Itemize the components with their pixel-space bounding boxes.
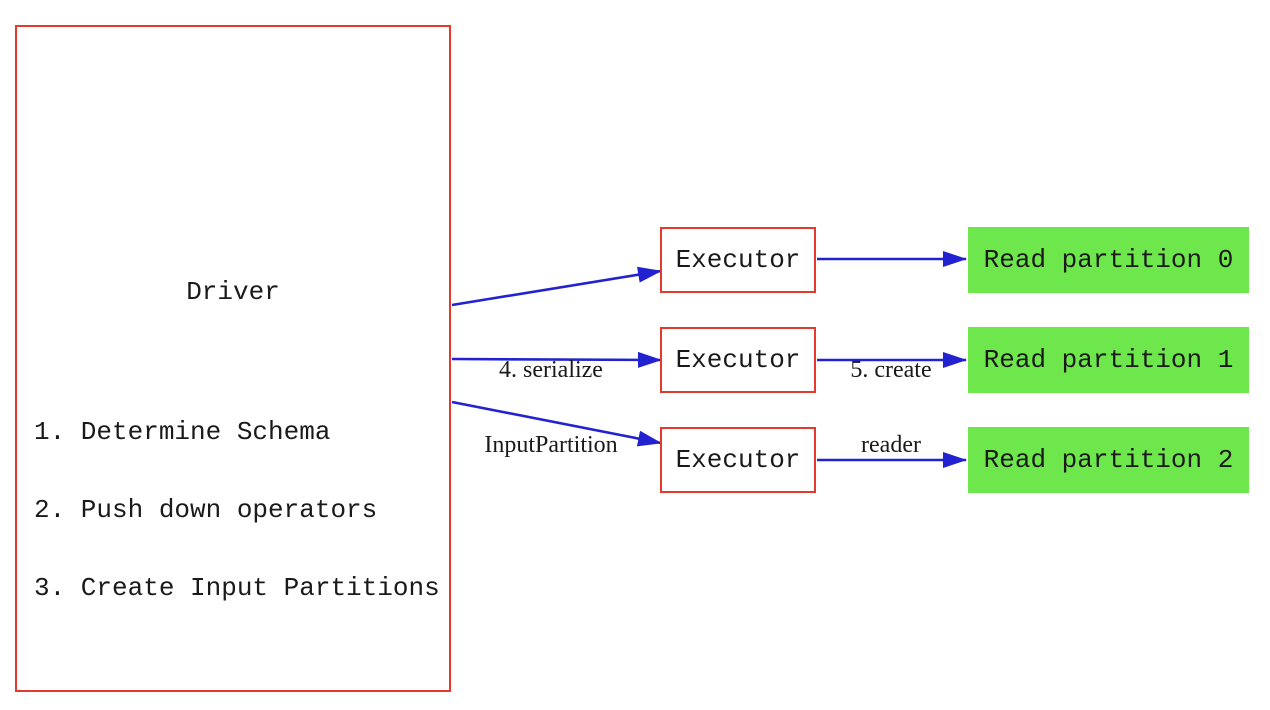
driver-box: Driver 1. Determine Schema 2. Push down … [15,25,451,692]
driver-steps-list: 1. Determine Schema 2. Push down operato… [34,367,440,653]
driver-step-2: 2. Push down operators [34,495,378,525]
create-reader-label: 5. create reader [811,308,971,508]
executor-3-label: Executor [675,445,801,475]
driver-title: Driver [186,277,280,307]
serialize-label-line2: InputPartition [484,432,618,458]
executor-box-1: Executor [660,227,816,293]
executor-box-3: Executor [660,427,816,493]
reader-label-line1: 5. create [850,357,932,383]
arrow-driver-to-executor-1 [451,266,662,307]
read-partition-2-box: Read partition 2 [968,427,1249,493]
read-partition-1-label: Read partition 1 [983,345,1234,375]
read-partition-1-box: Read partition 1 [968,327,1249,393]
executor-box-2: Executor [660,327,816,393]
executor-1-label: Executor [675,245,801,275]
read-partition-0-label: Read partition 0 [983,245,1234,275]
read-partition-0-box: Read partition 0 [968,227,1249,293]
serialize-inputpartition-label: 4. serialize InputPartition [441,308,661,508]
read-partition-2-label: Read partition 2 [983,445,1234,475]
arrow-driver-to-executor-2 [451,351,662,368]
driver-step-1: 1. Determine Schema [34,417,331,447]
driver-step-3: 3. Create Input Partitions [34,573,440,603]
arrow-driver-to-executor-3 [451,400,662,447]
serialize-label-line1: 4. serialize [499,357,603,383]
reader-label-line2: reader [861,432,921,458]
executor-2-label: Executor [675,345,801,375]
